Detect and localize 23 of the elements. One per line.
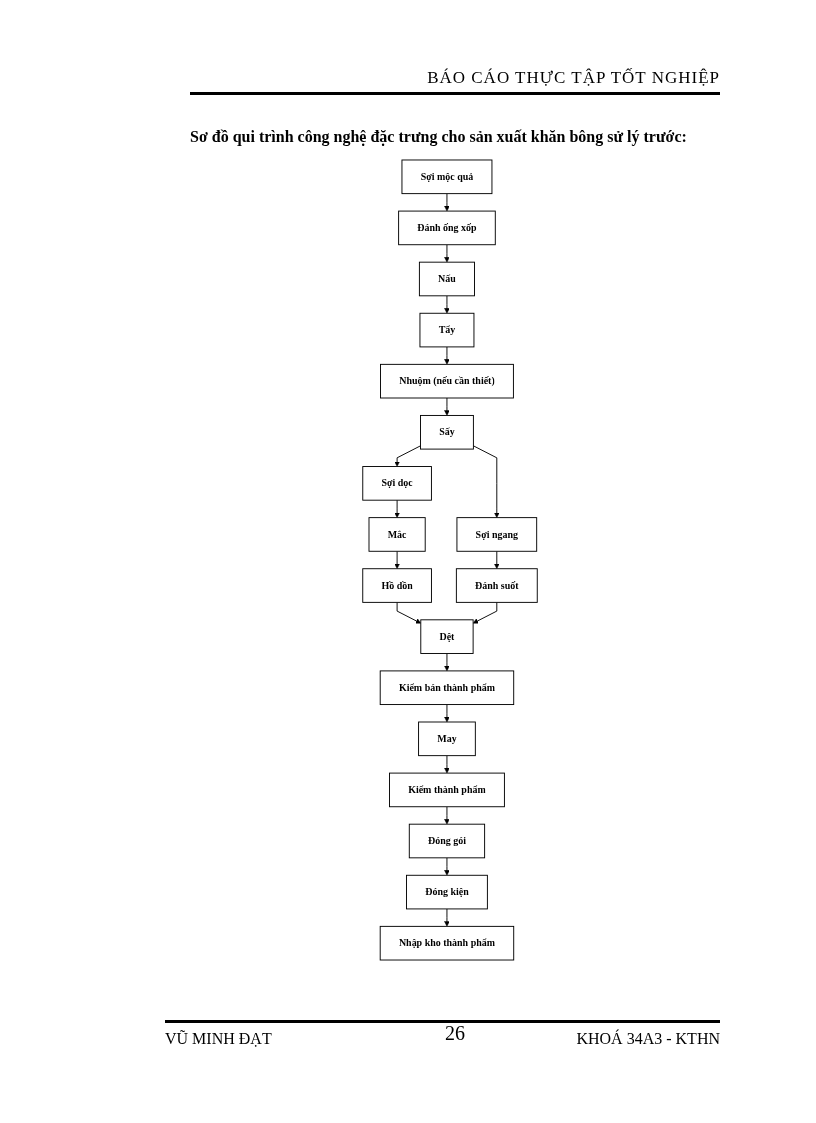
node-box: Mắc (368, 517, 426, 552)
node-box: May (418, 721, 476, 757)
node-box: Dệt (420, 619, 474, 654)
node-box: Nhập kho thành phẩm (379, 925, 515, 961)
node-box: Đóng gói (408, 823, 486, 859)
node-box: Tẩy (419, 312, 475, 348)
class-name: KHOÁ 34A3 - KTHN (576, 1030, 720, 1048)
diagram-title: Sơ đồ qui trình công nghệ đặc trưng cho sản xuất khăn bông sử lý trước: (190, 128, 688, 146)
node-box: Sợi mộc quả (401, 159, 493, 195)
page-number: 26 (445, 1022, 465, 1045)
node-box: Đánh suốt (455, 568, 538, 603)
node-box: Sợi dọc (362, 466, 432, 501)
node-box: Sợi ngang (456, 517, 538, 552)
node-box: Đóng kiện (406, 874, 488, 910)
author-name: VŨ MINH ĐẠT (165, 1030, 272, 1048)
node-box: Nhuộm (nếu cần thiết) (380, 363, 514, 399)
node-box: Nấu (418, 261, 475, 297)
node-box: Kiểm bán thành phẩm (379, 670, 515, 705)
header-text: BÁO CÁO THỰC TẬP TỐT NGHIỆP (427, 68, 720, 87)
node-box: Đánh ống xốp (398, 210, 496, 246)
node-box: Hồ dồn (362, 568, 432, 603)
node-box: Sấy (420, 415, 474, 450)
node-box: Kiểm thành phẩm (389, 772, 505, 808)
